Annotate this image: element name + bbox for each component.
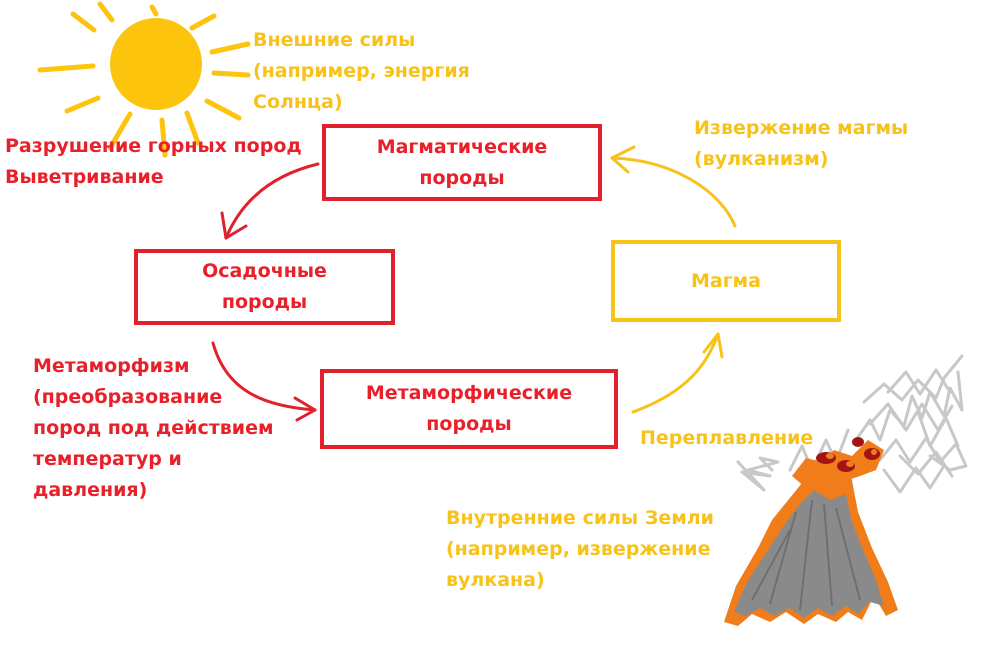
label-metamorphism: Метаморфизм (преобразование пород под де… (33, 355, 274, 501)
arrow-to-metamorphic (211, 341, 317, 422)
arrow-to-igneous (610, 145, 737, 228)
arrow-to-magma (631, 332, 724, 414)
label-remelting: Переплавление (640, 427, 814, 449)
label-external-forces: Внешние силы (например, энергия Солнца) (253, 29, 470, 113)
label-internal-forces: Внутренние силы Земли (например, изверже… (446, 507, 714, 591)
box-metamorphic-rocks: Метаморфические породы (320, 369, 618, 449)
box-magma: Магма (611, 240, 841, 322)
box-igneous-rocks: Магматические породы (322, 124, 602, 201)
box-sedimentary-rocks: Осадочные породы (134, 249, 395, 325)
arrow-to-sedimentary (220, 162, 320, 240)
label-weathering: Разрушение горных пород Выветривание (5, 135, 302, 188)
sun-icon (37, 1, 251, 158)
volcano-icon (724, 354, 968, 626)
label-eruption: Извержение магмы (вулканизм) (694, 117, 909, 170)
